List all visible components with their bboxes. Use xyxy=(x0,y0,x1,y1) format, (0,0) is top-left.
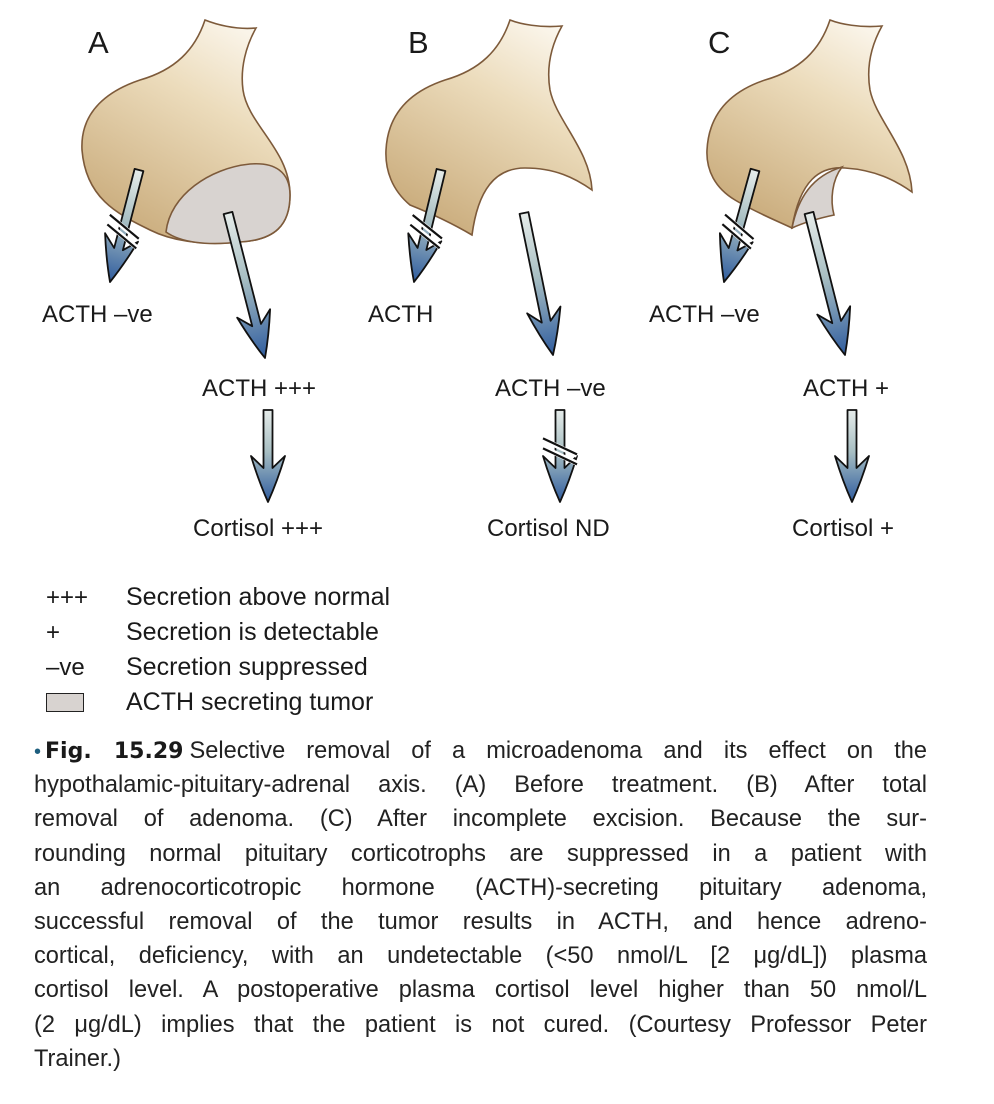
legend-symbol: –ve xyxy=(46,654,85,681)
caption-line: an adrenocorticotropic hormone (ACTH)-se… xyxy=(34,874,927,901)
tumor-a xyxy=(165,162,291,245)
block-mark-icon xyxy=(408,214,444,250)
caption-line: successful removal of the tumor results … xyxy=(34,908,927,935)
normal-output-arrow-b xyxy=(407,168,447,283)
adrenal-arrow-a xyxy=(250,409,286,503)
legend-text: Secretion above normal xyxy=(126,583,391,611)
cortisol-label-a: Cortisol +++ xyxy=(193,515,323,542)
adrenal-arrow-a-body xyxy=(250,409,286,503)
legend-item-detectable: + Secretion is detectable xyxy=(46,615,390,650)
legend-item-suppressed: –ve Secretion suppressed xyxy=(46,650,390,685)
normal-output-label-b: ACTH xyxy=(368,301,433,328)
bullet-icon: • xyxy=(34,741,42,763)
block-mark-icon xyxy=(105,213,141,250)
panel-c: C xyxy=(706,18,913,230)
tumor-swatch-icon xyxy=(46,693,84,712)
panel-letter-c: C xyxy=(708,25,730,60)
normal-output-label-c: ACTH –ve xyxy=(649,301,760,328)
tumor-output-arrow-b xyxy=(518,211,562,356)
panel-letter-b: B xyxy=(408,25,429,60)
tumor-output-arrow-a xyxy=(222,210,271,359)
legend-symbol: + xyxy=(46,619,61,646)
block-mark-icon xyxy=(541,437,579,466)
tumor-output-label-b: ACTH –ve xyxy=(495,375,606,402)
legend-item-tumor: ACTH secreting tumor xyxy=(46,685,390,720)
figure-label: Fig. 15.29 xyxy=(45,739,184,764)
legend: +++ Secretion above normal + Secretion i… xyxy=(46,580,390,720)
cortisol-label-b: Cortisol ND xyxy=(487,515,610,542)
normal-output-arrow-a xyxy=(104,167,145,283)
caption-line: removal of adenoma. (C) After incomplete… xyxy=(34,806,927,833)
adrenal-arrow-c xyxy=(834,409,870,503)
tumor-output-arrow-b-body xyxy=(518,211,562,356)
tumor-output-label-a: ACTH +++ xyxy=(202,375,316,402)
normal-output-label-a: ACTH –ve xyxy=(42,301,153,328)
caption-line: (2 μg/dL) implies that the patient is no… xyxy=(34,1011,927,1038)
legend-symbol: +++ xyxy=(46,584,89,611)
caption-line: rounding normal pituitary corticotrophs … xyxy=(34,840,927,867)
caption-text: Selective removal of a microadenoma and … xyxy=(189,738,928,764)
panel-b: B xyxy=(385,18,593,237)
tumor-output-arrow-c xyxy=(803,210,852,356)
pituitary-adrenal-diagram: A B C ACTH –ve ACTH +++ Cortisol +++ ACT… xyxy=(42,18,913,542)
caption-line: cortisol level. A postoperative plasma c… xyxy=(34,977,927,1004)
adrenal-arrow-b xyxy=(541,409,579,503)
adrenal-arrow-c-body xyxy=(834,409,870,503)
tumor-output-label-c: ACTH + xyxy=(803,375,889,402)
tumor-output-arrow-c-body xyxy=(803,210,852,356)
panel-a: A xyxy=(81,18,291,245)
caption-line: Trainer.) xyxy=(34,1045,121,1072)
legend-text: Secretion is detectable xyxy=(126,618,379,646)
legend-item-above-normal: +++ Secretion above normal xyxy=(46,580,390,615)
block-mark-icon xyxy=(721,213,755,250)
tumor-output-arrow-a-body xyxy=(222,210,271,359)
cortisol-label-c: Cortisol + xyxy=(792,515,894,542)
panel-letter-a: A xyxy=(88,25,109,60)
caption-line: hypothalamic-pituitary-adrenal axis. (A)… xyxy=(34,772,927,799)
legend-text: ACTH secreting tumor xyxy=(126,688,374,716)
legend-text: Secretion suppressed xyxy=(126,653,368,681)
caption-line: cortical, deficiency, with an undetectab… xyxy=(34,943,927,970)
arrows-layer xyxy=(104,167,870,503)
normal-output-arrow-c xyxy=(718,167,761,283)
